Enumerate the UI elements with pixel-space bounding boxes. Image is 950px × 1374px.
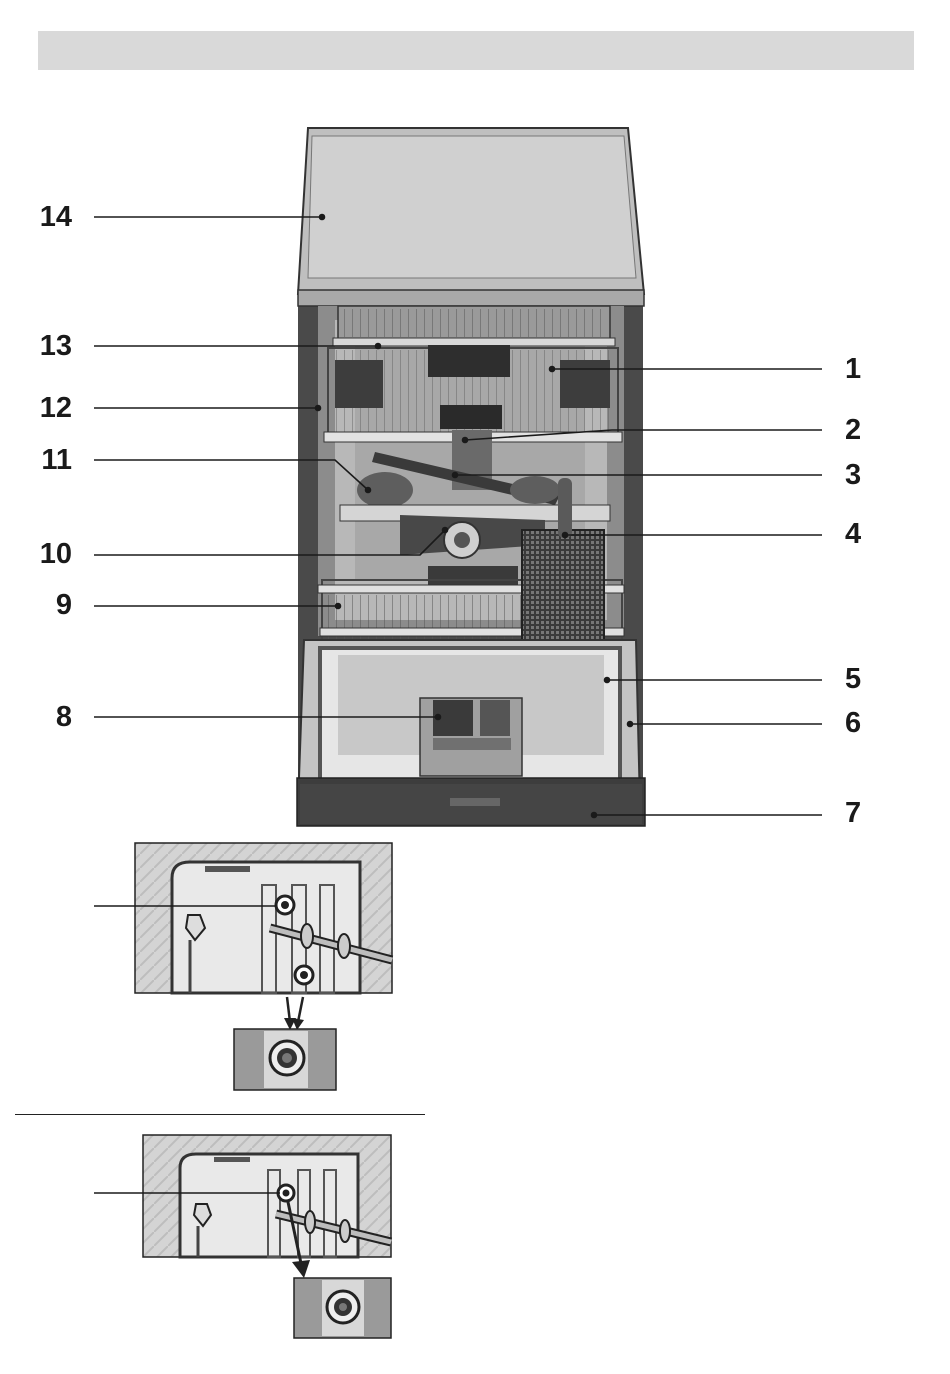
section-divider	[15, 1114, 425, 1115]
detail-illustration-upper	[94, 843, 392, 1090]
cutlery-tray	[333, 306, 615, 346]
dishwasher-door	[297, 640, 645, 826]
detail-illustration-lower	[94, 1135, 391, 1338]
upper-basket	[324, 345, 622, 442]
